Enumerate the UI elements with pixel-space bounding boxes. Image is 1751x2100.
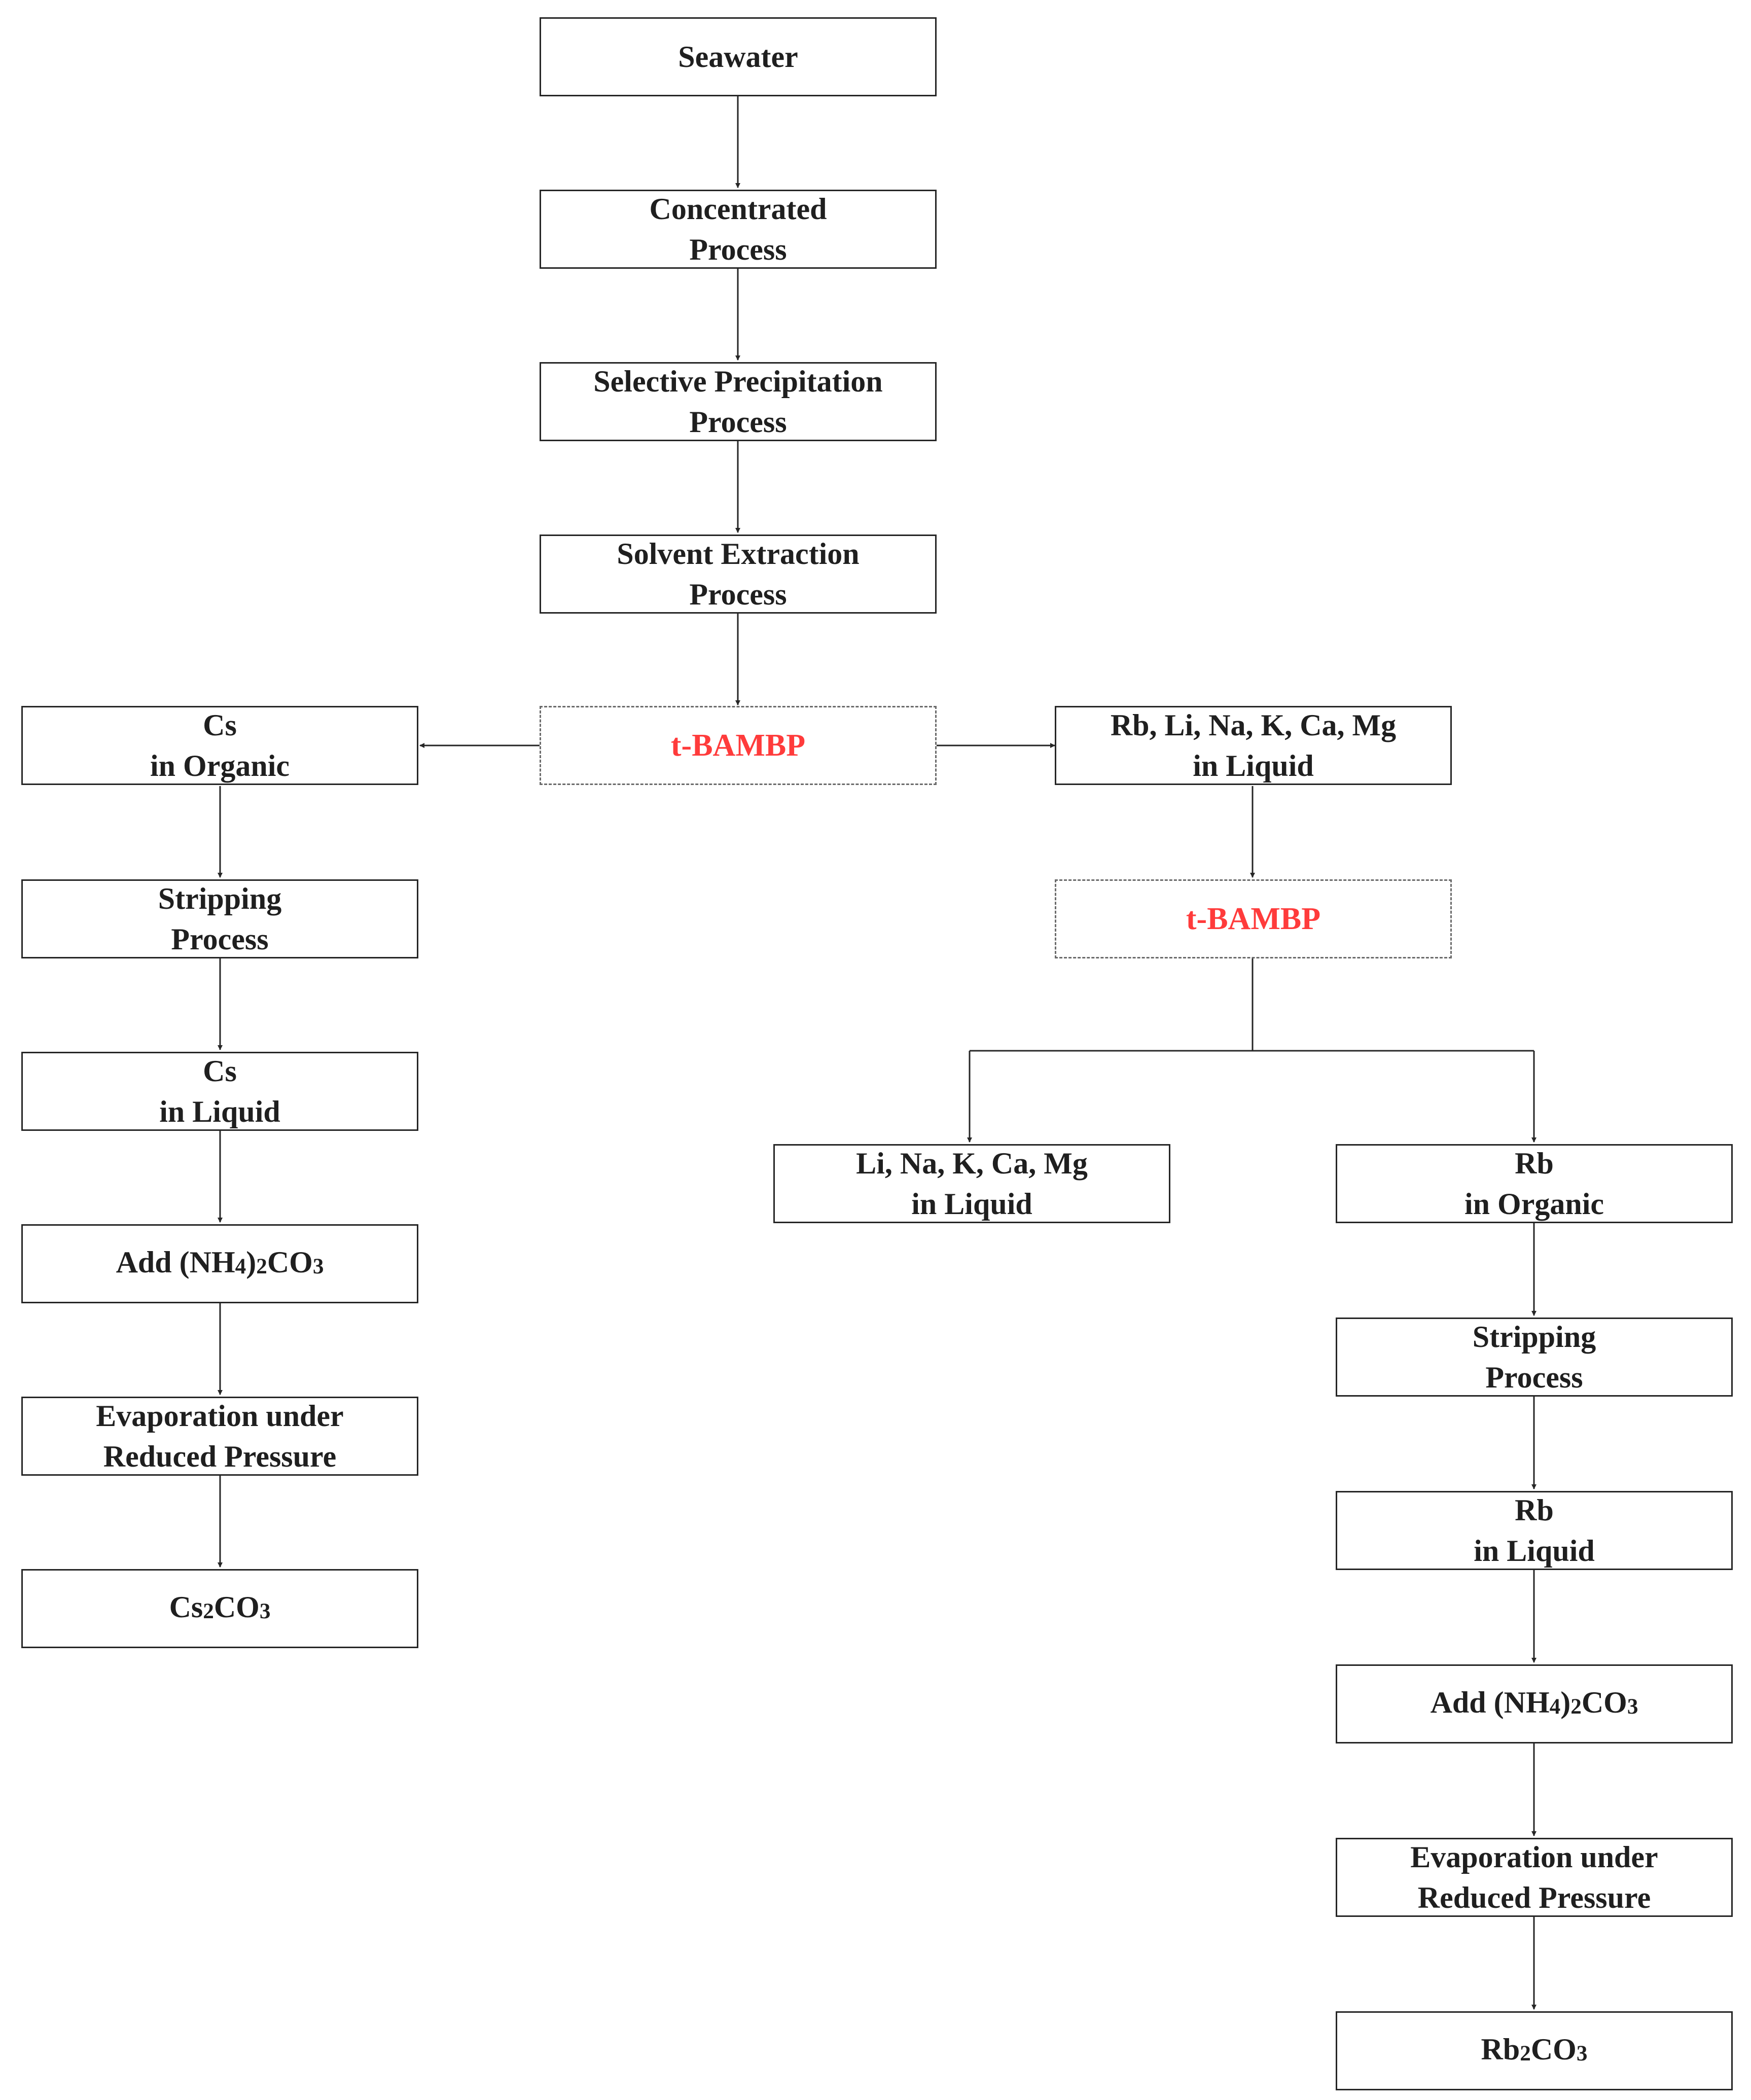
precipitation-line-2: Process: [689, 405, 787, 439]
seawater-label: Seawater: [678, 40, 798, 74]
solvent-line-1: Solvent Extraction: [617, 537, 860, 571]
concentrated-line-1: Concentrated: [649, 192, 827, 226]
seawater-box: Seawater: [540, 17, 937, 96]
solvent-line-2: Process: [689, 578, 787, 611]
rb-mix-line-1: Rb, Li, Na, K, Ca, Mg: [1110, 708, 1397, 742]
tbambp-reagent-box-2: t-BAMBP: [1055, 879, 1452, 958]
cs-evaporation-box: Evaporation under Reduced Pressure: [21, 1397, 418, 1476]
rb-product-label: Rb2CO3: [1481, 2032, 1588, 2066]
rb-liquid-line-1: Rb: [1515, 1493, 1554, 1527]
cs-organic-box: Cs in Organic: [21, 706, 418, 785]
mix-liquid-line-2: in Liquid: [911, 1187, 1032, 1221]
rb-stripping-line-1: Stripping: [1472, 1320, 1596, 1354]
mix-liquid-box: Li, Na, K, Ca, Mg in Liquid: [773, 1144, 1170, 1223]
cs-add-label: Add (NH4)2CO3: [116, 1245, 324, 1279]
cs-stripping-line-1: Stripping: [158, 882, 282, 915]
cs-product-box: Cs2CO3: [21, 1569, 418, 1648]
cs-product-label: Cs2CO3: [169, 1590, 271, 1624]
cs-evap-line-1: Evaporation under: [96, 1399, 344, 1433]
rb-add-carbonate-box: Add (NH4)2CO3: [1336, 1664, 1733, 1743]
rb-evaporation-box: Evaporation under Reduced Pressure: [1336, 1838, 1733, 1917]
rb-organic-line-1: Rb: [1515, 1147, 1554, 1180]
cs-liquid-box: Cs in Liquid: [21, 1052, 418, 1131]
cs-stripping-box: Stripping Process: [21, 879, 418, 958]
rb-evap-line-2: Reduced Pressure: [1417, 1881, 1651, 1914]
rb-stripping-box: Stripping Process: [1336, 1318, 1733, 1397]
rb-liquid-box: Rb in Liquid: [1336, 1491, 1733, 1570]
tbambp-reagent-box-1: t-BAMBP: [540, 706, 937, 785]
concentrated-line-2: Process: [689, 233, 787, 266]
mix-liquid-line-1: Li, Na, K, Ca, Mg: [856, 1147, 1088, 1180]
rb-mix-liquid-box: Rb, Li, Na, K, Ca, Mg in Liquid: [1055, 706, 1452, 785]
selective-precipitation-box: Selective Precipitation Process: [540, 362, 937, 441]
rb-add-label: Add (NH4)2CO3: [1430, 1685, 1638, 1719]
cs-stripping-line-2: Process: [171, 922, 269, 956]
rb-organic-box: Rb in Organic: [1336, 1144, 1733, 1223]
rb-evap-line-1: Evaporation under: [1410, 1840, 1658, 1874]
tbambp-label-1: t-BAMBP: [670, 728, 806, 763]
cs-organic-line-2: in Organic: [150, 749, 290, 782]
cs-organic-line-1: Cs: [203, 708, 237, 742]
rb-product-box: Rb2CO3: [1336, 2011, 1733, 2090]
concentrated-process-box: Concentrated Process: [540, 190, 937, 269]
cs-liquid-line-1: Cs: [203, 1054, 237, 1088]
precipitation-line-1: Selective Precipitation: [593, 365, 883, 398]
rb-stripping-line-2: Process: [1485, 1361, 1583, 1394]
rb-liquid-line-2: in Liquid: [1474, 1534, 1595, 1568]
cs-liquid-line-2: in Liquid: [159, 1095, 280, 1128]
cs-evap-line-2: Reduced Pressure: [103, 1440, 337, 1473]
solvent-extraction-box: Solvent Extraction Process: [540, 535, 937, 614]
tbambp-label-2: t-BAMBP: [1186, 902, 1321, 936]
cs-add-carbonate-box: Add (NH4)2CO3: [21, 1224, 418, 1303]
rb-mix-line-2: in Liquid: [1193, 749, 1314, 782]
rb-organic-line-2: in Organic: [1464, 1187, 1604, 1221]
